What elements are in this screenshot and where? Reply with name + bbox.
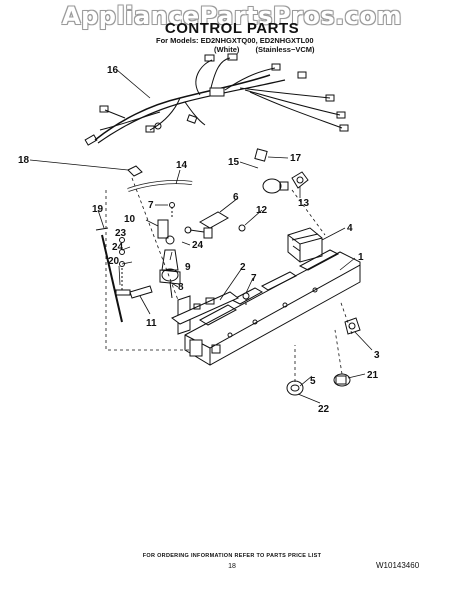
callout-7a: 7 <box>148 200 154 211</box>
callout-12: 12 <box>256 205 268 216</box>
damper-switch <box>184 211 229 239</box>
control-board <box>171 291 239 325</box>
ordering-note: FOR ORDERING INFORMATION REFER TO PARTS … <box>142 553 322 559</box>
light-assembly <box>254 148 309 194</box>
leader-lines <box>29 69 373 404</box>
callout-17: 17 <box>290 153 302 164</box>
screw-12 <box>238 224 246 232</box>
tube <box>127 179 193 192</box>
page-number: 18 <box>228 563 236 570</box>
variant-white: (White) <box>214 45 240 54</box>
watermark: AppliancePartsPros.com <box>62 2 402 30</box>
callout-15: 15 <box>228 157 240 168</box>
knobs <box>286 373 351 396</box>
assembly-lines <box>105 177 353 382</box>
callout-2: 2 <box>240 262 246 273</box>
callout-24b: 24 <box>192 240 204 251</box>
callout-19: 19 <box>92 204 104 215</box>
page-title: CONTROL PARTS <box>164 20 300 37</box>
callout-21: 21 <box>367 370 379 381</box>
switch-assembly <box>157 202 181 299</box>
callout-1: 1 <box>358 252 364 263</box>
bracket <box>129 285 153 299</box>
callout-10: 10 <box>124 214 136 225</box>
wire-clip <box>127 165 143 177</box>
callout-6: 6 <box>233 192 239 203</box>
callout-3: 3 <box>374 350 380 361</box>
variant-stainless: (Stainless−VCM) <box>255 45 315 54</box>
callout-7b: 7 <box>251 273 257 284</box>
wire-harness <box>84 53 349 146</box>
document-id: W10143460 <box>376 561 420 570</box>
callout-4: 4 <box>347 223 353 234</box>
callout-20: 20 <box>108 256 120 267</box>
electronic-module <box>287 227 323 263</box>
callout-labels: 16 18 14 15 17 13 6 19 7 10 24 9 12 4 1 … <box>18 65 380 415</box>
callout-18: 18 <box>18 155 30 166</box>
model-numbers: For Models: ED2NHGXTQ00, ED2NHGXTL00 <box>156 36 314 45</box>
control-housing <box>177 249 361 366</box>
callout-9: 9 <box>185 262 191 273</box>
model-variants: (White) (Stainless−VCM) <box>214 45 329 54</box>
callout-11: 11 <box>146 318 157 329</box>
callout-8: 8 <box>178 282 184 293</box>
callout-23: 23 <box>115 228 127 239</box>
callout-24a: 24 <box>112 242 124 253</box>
callout-16: 16 <box>107 65 119 76</box>
callout-5: 5 <box>310 376 316 387</box>
callout-22: 22 <box>318 404 330 415</box>
callout-13: 13 <box>298 198 310 209</box>
callout-14: 14 <box>176 160 188 171</box>
